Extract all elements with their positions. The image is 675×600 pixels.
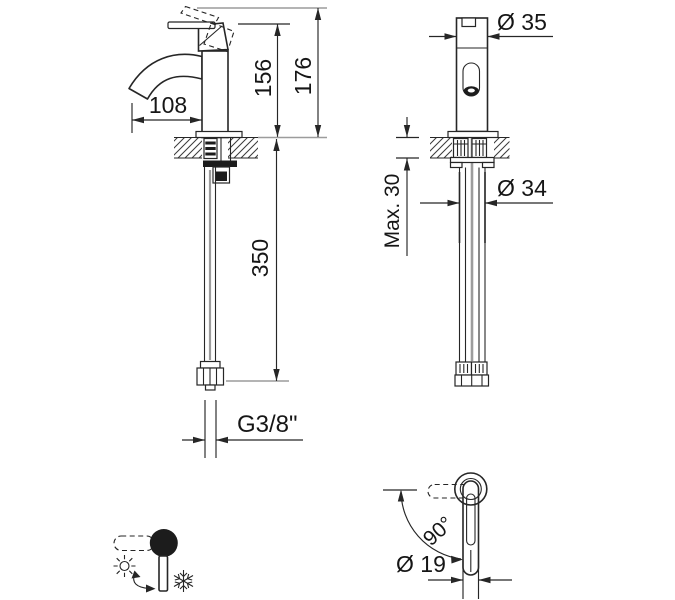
lever-dashed-position [113,535,155,552]
lever-rotation-detail: 90° Ø 19 [383,472,512,599]
base-flange-front [447,130,499,139]
mounting-hardware-side [203,137,237,184]
dimension-dia19: Ø 19 [396,551,512,599]
lever-raised-dashed [180,5,220,26]
snowflake-icon [173,570,194,592]
dimension-350: 350 [226,139,289,382]
dim-156-label: 156 [250,59,276,97]
knob-outer-circle [453,472,488,506]
lever-handle-side [167,21,216,30]
deck-section-side [174,136,258,159]
dimension-g38: G3/8" [182,400,303,458]
lever-slot [466,493,476,546]
supply-hose-side [196,167,225,391]
base-flange-side [195,130,243,139]
faucet-body-front [455,17,489,133]
lever-stem [158,555,169,592]
dimension-dia35: Ø 35 [429,9,553,40]
dimension-dia34: Ø 34 [420,175,553,207]
dimension-max30: Max. 30 [381,117,419,256]
spout-outline [128,53,203,100]
side-view: 108 156 176 350 [128,5,327,458]
deck-section-front [430,136,510,159]
dim-108-label: 108 [149,92,187,118]
dim-dia34-label: Ø 34 [497,175,547,201]
dim-dia19-label: Ø 19 [396,551,446,577]
temperature-control-detail [113,529,194,593]
dimension-156: 156 [238,23,290,137]
dim-g38-label: G3/8" [237,411,298,438]
spout-slot [462,62,481,97]
curved-double-arrow-icon [131,570,156,593]
front-view: Ø 35 Max. 30 Ø 34 [381,9,553,387]
dim-max30-label: Max. 30 [381,174,404,249]
knob-inner-circle [459,477,482,501]
mounting-studs-front [449,137,495,169]
dimension-176: 176 [197,7,327,139]
sun-icon [113,555,136,577]
lever-knob-icon [149,529,178,557]
dimension-108: 108 [131,92,202,133]
faucet-body-side [201,50,229,139]
aerator-outlet-inner [467,88,475,93]
shank-and-hoses-front [454,167,490,387]
cap-diagonal-line [199,25,223,46]
dim-176-label: 176 [290,57,316,95]
lever-socket-notch [461,17,477,28]
dim-350-label: 350 [247,239,273,277]
cap-tilted-dashed [203,21,235,53]
dim-dia35-label: Ø 35 [497,9,547,35]
dim-90deg-label: 90° [419,512,458,550]
